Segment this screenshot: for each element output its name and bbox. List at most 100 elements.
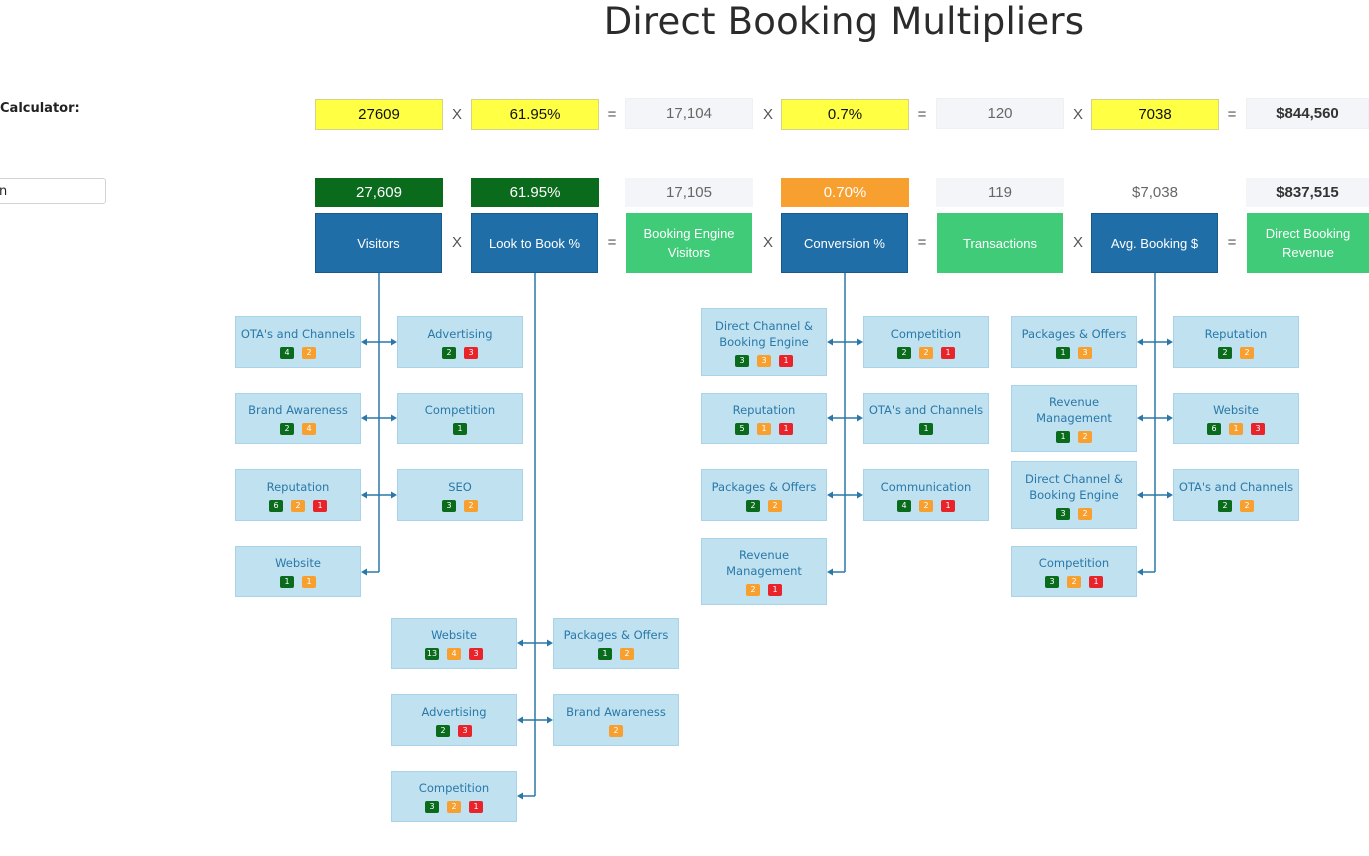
multiply-operator: X — [451, 234, 462, 251]
positive-count-badge: 2 — [1218, 346, 1232, 359]
negative-count-badge: 1 — [779, 423, 793, 435]
positive-count-badge: 6 — [1207, 423, 1221, 435]
warning-count-badge: 3 — [1078, 346, 1092, 359]
revenue-header[interactable]: Direct Booking Revenue — [1247, 213, 1369, 273]
page-title: Direct Booking Multipliers — [603, 0, 1085, 43]
factor-node-label: Competition — [418, 781, 490, 795]
warning-count-badge: 2 — [768, 499, 782, 512]
calculator-label: Calculator: — [0, 101, 80, 116]
warning-count-badge: 2 — [1078, 507, 1092, 520]
negative-count-badge: 3 — [464, 346, 478, 359]
booking-engine-visitors-header[interactable]: Booking Engine Visitors — [626, 213, 752, 273]
factor-badges: 1 — [919, 423, 933, 435]
warning-count-badge: 2 — [447, 801, 461, 813]
equals-operator: = — [917, 234, 927, 251]
avg-booking-header[interactable]: Avg. Booking $ — [1091, 213, 1218, 273]
factor-node-label: SEO — [448, 479, 472, 494]
conversion-input[interactable]: 0.7% — [781, 99, 909, 130]
factor-node-label: Packages & Offers — [1021, 326, 1127, 341]
transactions-header[interactable]: Transactions — [937, 213, 1063, 273]
positive-count-badge: 2 — [1218, 499, 1232, 512]
warning-count-badge: 2 — [302, 346, 316, 359]
conversion-header[interactable]: Conversion % — [781, 213, 908, 273]
positive-count-badge: 5 — [735, 423, 749, 435]
factor-node-label: Revenue Management — [1036, 395, 1112, 425]
factor-node-label: Communication — [880, 479, 972, 494]
visitors-input[interactable]: 27609 — [315, 99, 443, 130]
warning-count-badge: 2 — [1067, 576, 1081, 588]
factor-node-label: Website — [275, 556, 321, 570]
equals-operator: = — [607, 234, 617, 251]
positive-count-badge: 3 — [1045, 576, 1059, 588]
negative-count-badge: 3 — [1251, 423, 1265, 435]
factor-node-label: Revenue Management — [726, 548, 802, 578]
positive-count-badge: 1 — [1056, 431, 1070, 443]
equals-operator: = — [917, 106, 927, 123]
negative-count-badge: 1 — [779, 354, 793, 367]
look-to-book-header[interactable]: Look to Book % — [471, 213, 598, 273]
positive-count-badge: 3 — [1056, 507, 1070, 520]
positive-count-badge: 1 — [919, 423, 933, 435]
factor-node-label: Packages & Offers — [711, 479, 817, 494]
warning-count-badge: 2 — [1240, 499, 1254, 512]
visitors-header[interactable]: Visitors — [315, 213, 442, 273]
warning-count-badge: 2 — [746, 584, 760, 596]
look-to-book-input[interactable]: 61.95% — [471, 99, 599, 130]
positive-count-badge: 1 — [1056, 346, 1070, 359]
side-input[interactable] — [0, 178, 106, 204]
negative-count-badge: 1 — [469, 801, 483, 813]
factor-node-label: Direct Channel & Booking Engine — [1025, 471, 1123, 502]
negative-count-badge: 3 — [469, 648, 483, 660]
warning-count-badge: 2 — [620, 648, 634, 660]
positive-count-badge: 2 — [897, 346, 911, 359]
equals-operator: = — [607, 106, 617, 123]
positive-count-badge: 3 — [425, 801, 439, 813]
negative-count-badge: 1 — [313, 499, 327, 512]
avg-booking-input[interactable]: 7038 — [1091, 99, 1219, 130]
positive-count-badge: 2 — [436, 724, 450, 737]
factor-node-label: Advertising — [427, 326, 493, 341]
positive-count-badge: 1 — [453, 423, 467, 435]
warning-count-badge: 2 — [919, 499, 933, 512]
